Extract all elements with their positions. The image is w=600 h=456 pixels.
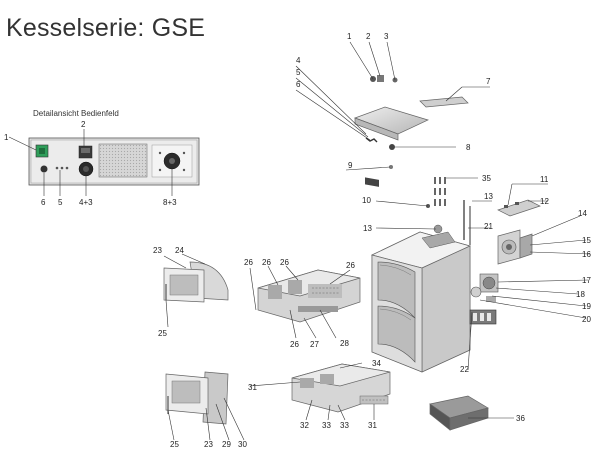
control-panel [28,137,200,186]
label-panel-6: 6 [41,198,46,207]
label-part-23-b: 23 [204,440,213,449]
label-part-35: 35 [482,174,491,183]
label-part-9: 9 [348,161,353,170]
panel-caption: Detailansicht Bedienfeld [33,109,119,118]
label-part-34: 34 [372,359,381,368]
label-part-28: 28 [340,339,349,348]
label-part-26-a: 26 [244,258,253,267]
label-part-3: 3 [384,32,389,41]
label-part-15: 15 [582,236,591,245]
ash-tray [429,395,489,431]
lower-channel-assembly [291,363,391,413]
label-part-20: 20 [582,315,591,324]
label-part-25-b: 25 [170,440,179,449]
label-part-36: 36 [516,414,525,423]
lower-door-assembly [165,371,229,425]
label-part-6: 6 [296,80,301,89]
label-part-13-b: 13 [363,224,372,233]
label-part-25-a: 25 [158,329,167,338]
label-part-1: 1 [347,32,352,41]
panel-callouts [8,129,173,196]
label-part-26-b: 26 [262,258,271,267]
label-part-26-e: 26 [290,340,299,349]
label-panel-4-3: 4+3 [79,198,93,207]
label-part-7: 7 [486,77,491,86]
label-part-32: 32 [300,421,309,430]
label-part-17: 17 [582,276,591,285]
label-part-26-d: 26 [346,261,355,270]
label-part-8: 8 [466,143,471,152]
label-part-13-a: 13 [484,192,493,201]
label-part-11: 11 [540,175,549,184]
label-part-19: 19 [582,302,591,311]
label-part-23-a: 23 [153,246,162,255]
label-part-29: 29 [222,440,231,449]
label-panel-8-3: 8+3 [163,198,177,207]
fan-assembly [497,229,533,265]
label-part-33-b: 33 [340,421,349,430]
label-part-31-b: 31 [368,421,377,430]
boiler-body [370,200,472,373]
label-part-33-a: 33 [322,421,331,430]
panel-grille [98,143,148,178]
air-intake-assembly [470,273,499,302]
label-part-22: 22 [460,365,469,374]
label-part-5: 5 [296,68,301,77]
label-part-4: 4 [296,56,301,65]
burner-bracket [497,199,541,217]
upper-door-assembly [163,261,229,303]
label-part-30: 30 [238,440,247,449]
small-knob [40,165,48,173]
label-part-27: 27 [310,340,319,349]
label-panel-1: 1 [4,133,9,142]
label-panel-5: 5 [58,198,63,207]
part-number-labels: 1 2 6 5 4+3 8+3 1 2 3 4 5 6 7 8 9 35 10 … [4,32,591,449]
page-title: Kesselserie: GSE [6,14,206,42]
label-part-10: 10 [362,196,371,205]
label-part-14: 14 [578,209,587,218]
label-part-31-a: 31 [248,383,257,392]
label-part-16: 16 [582,250,591,259]
label-part-12: 12 [540,197,549,206]
top-cover-assembly [353,75,469,208]
label-part-2: 2 [366,32,371,41]
control-board [469,309,497,325]
label-panel-2: 2 [81,120,86,129]
leader-lines [163,41,591,441]
label-part-26-c: 26 [280,258,289,267]
label-part-18: 18 [576,290,585,299]
label-part-21: 21 [484,222,493,231]
upper-channel-assembly [257,269,361,323]
label-part-24: 24 [175,246,184,255]
